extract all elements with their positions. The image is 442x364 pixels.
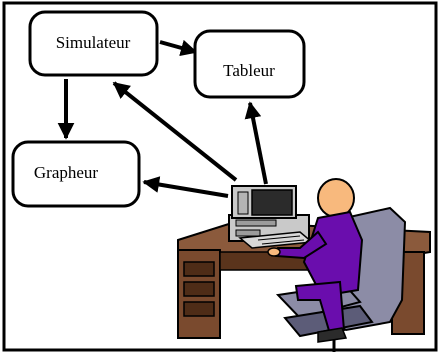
outer-frame: [2, 1, 438, 352]
arrow-computer-to-simulateur: [112, 81, 238, 182]
node-grapheur: Grapheur: [11, 140, 141, 208]
arrow-computer-to-grapheur: [142, 176, 229, 198]
node-tableur: Tableur: [193, 29, 306, 99]
node-tableur-label: Tableur: [223, 61, 275, 80]
computer: [228, 185, 314, 249]
arrow-simulateur-to-tableur: [159, 39, 198, 57]
node-simulateur-label: Simulateur: [56, 33, 131, 52]
person-shoe: [317, 327, 348, 343]
person-hand: [267, 247, 281, 257]
node-grapheur-label: Grapheur: [34, 163, 99, 182]
arrows: [57, 39, 268, 198]
office-worker-illustration: [177, 178, 431, 352]
person: [267, 178, 364, 343]
arrow-computer-to-tableur: [244, 101, 268, 185]
node-simulateur: Simulateur: [28, 10, 159, 77]
